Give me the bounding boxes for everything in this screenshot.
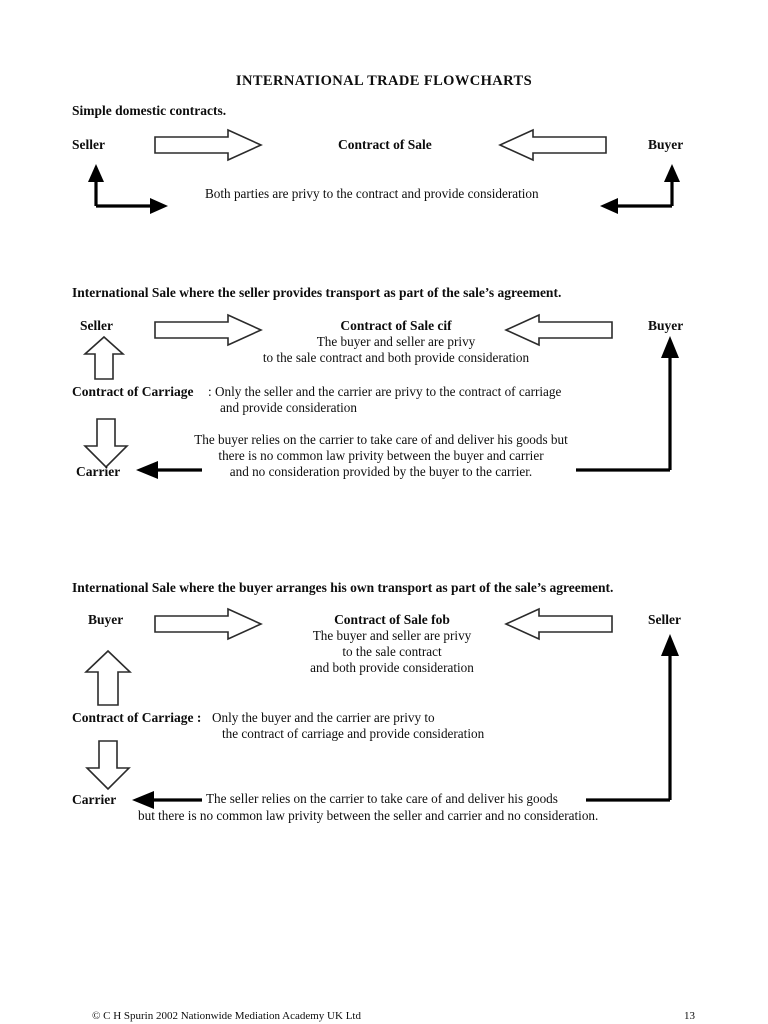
fob-line-2: to the sale contract xyxy=(342,643,442,659)
cif-line-1: The buyer and seller are privy xyxy=(316,334,476,349)
node-buyer-2: Buyer xyxy=(648,318,684,333)
section-heading-buyer-transport: International Sale where the buyer arran… xyxy=(72,580,614,595)
hollow-left-arrow-icon-3 xyxy=(504,607,613,641)
node-buyer-3: Buyer xyxy=(88,612,124,627)
node-seller-2: Seller xyxy=(80,318,113,333)
node-carrier-3: Carrier xyxy=(72,792,117,807)
buyer-carrier-connector-2 xyxy=(576,336,679,472)
note-2-line-2: there is no common law privity between t… xyxy=(218,447,544,463)
note-2-line-3: and no consideration provided by the buy… xyxy=(229,463,533,479)
node-seller-1: Seller xyxy=(72,137,105,152)
contract-of-carriage-label-2: Contract of Carriage xyxy=(72,384,194,399)
carriage-line-3b: the contract of carriage and provide con… xyxy=(222,726,485,741)
hollow-left-arrow-icon-1 xyxy=(498,128,607,162)
cif-line-2: to the sale contract and both provide co… xyxy=(262,349,530,365)
carriage-line-2a: : Only the seller and the carrier are pr… xyxy=(208,384,562,399)
carrier-inbound-arrow-2 xyxy=(136,461,202,479)
note-3-line-1: The seller relies on the carrier to take… xyxy=(206,791,558,806)
hollow-up-arrow-icon-2 xyxy=(82,335,126,380)
contract-of-sale-label-1: Contract of Sale xyxy=(338,137,432,152)
hollow-down-arrow-icon-2 xyxy=(83,418,129,469)
section-heading-seller-transport: International Sale where the seller prov… xyxy=(72,285,562,300)
hollow-right-arrow-icon-1 xyxy=(154,128,263,162)
carrier-inbound-arrow-3 xyxy=(132,791,202,809)
node-seller-3: Seller xyxy=(648,612,681,627)
privity-note-1: Both parties are privy to the contract a… xyxy=(205,186,539,201)
buyer-consideration-connector-1 xyxy=(600,164,680,214)
fob-line-1: The buyer and seller are privy xyxy=(312,628,472,643)
footer-copyright: © C H Spurin 2002 Nationwide Mediation A… xyxy=(92,1010,361,1022)
hollow-right-arrow-icon-2 xyxy=(154,313,263,347)
fob-line-3: and both provide consideration xyxy=(310,659,474,675)
note-3-line-2: but there is no common law privity betwe… xyxy=(138,808,599,823)
seller-consideration-connector-1 xyxy=(88,164,168,214)
hollow-up-arrow-icon-3 xyxy=(84,649,132,706)
node-buyer-1: Buyer xyxy=(648,137,684,152)
page-title: INTERNATIONAL TRADE FLOWCHARTS xyxy=(235,73,533,89)
section-heading-simple-domestic: Simple domestic contracts. xyxy=(72,103,227,118)
contract-of-sale-fob-title: Contract of Sale fob xyxy=(334,612,450,627)
seller-carrier-connector-3 xyxy=(586,634,679,802)
carriage-line-3a: Only the buyer and the carrier are privy… xyxy=(212,710,435,725)
hollow-right-arrow-icon-3 xyxy=(154,607,263,641)
contract-of-sale-cif-block-2: Contract of Sale cif The buyer and selle… xyxy=(240,318,552,366)
note-2-line-1: The buyer relies on the carrier to take … xyxy=(194,432,568,447)
footer-page-number: 13 xyxy=(684,1010,695,1022)
contract-of-sale-fob-block-3: Contract of Sale fob The buyer and selle… xyxy=(268,612,516,675)
hollow-down-arrow-icon-3 xyxy=(85,740,131,791)
contract-of-sale-cif-title: Contract of Sale cif xyxy=(340,318,452,333)
carrier-privity-note-2: The buyer relies on the carrier to take … xyxy=(176,432,586,479)
hollow-left-arrow-icon-2 xyxy=(504,313,613,347)
node-carrier-2: Carrier xyxy=(76,464,121,479)
contract-of-carriage-label-3: Contract of Carriage : xyxy=(72,710,202,725)
carriage-line-2b: and provide consideration xyxy=(220,400,357,415)
